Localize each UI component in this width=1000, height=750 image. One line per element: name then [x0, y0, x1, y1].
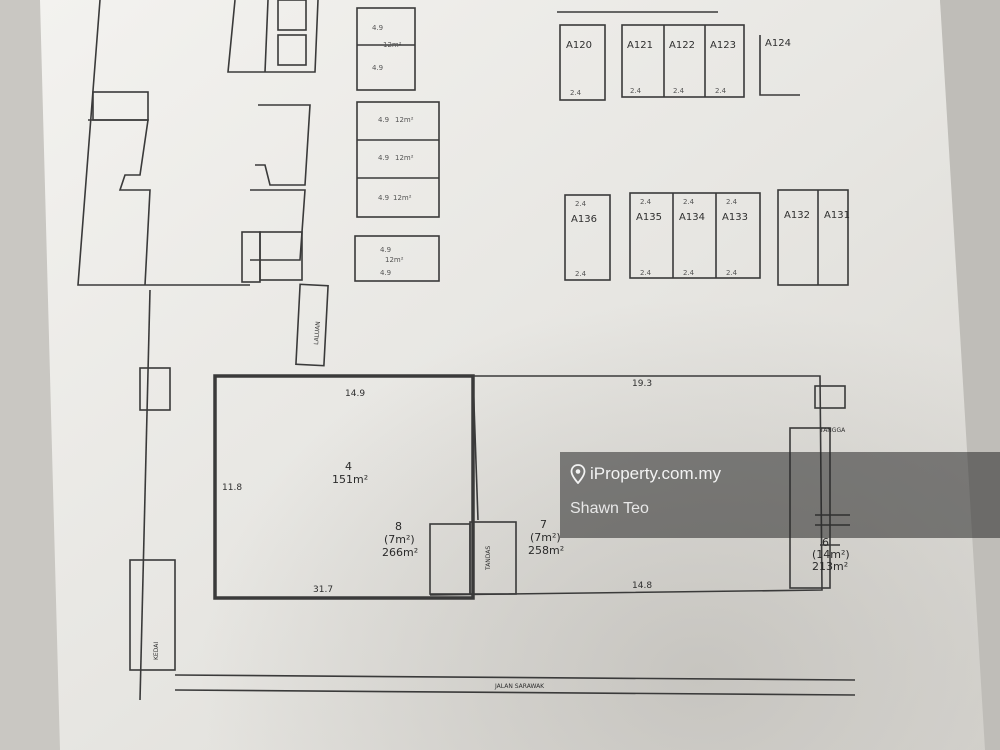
svg-text:12m²: 12m² — [393, 194, 412, 202]
svg-text:4.9: 4.9 — [380, 269, 391, 277]
svg-text:2.4: 2.4 — [640, 269, 652, 277]
dim-bottom-left: 31.7 — [313, 585, 333, 595]
svg-text:2.4: 2.4 — [570, 89, 582, 97]
lot-a120: A120 — [566, 40, 592, 51]
svg-text:2.4: 2.4 — [575, 270, 587, 278]
svg-text:2.4: 2.4 — [726, 269, 738, 277]
unit-4-number: 4 — [345, 460, 352, 473]
unit-8-sub: (7m²) — [384, 533, 415, 546]
watermark-agent: Shawn Teo — [570, 500, 649, 517]
label-kedai: KEDAI — [153, 642, 160, 660]
dim-top-left: 14.9 — [345, 389, 365, 399]
label-tandas: TANDAS — [485, 546, 492, 571]
lot-a121: A121 — [627, 40, 653, 51]
lot-a134: A134 — [679, 212, 705, 223]
lot-a123: A123 — [710, 40, 736, 51]
unit-7-area: 258m² — [528, 544, 564, 557]
svg-text:2.4: 2.4 — [673, 87, 685, 95]
svg-text:12m²: 12m² — [395, 154, 414, 162]
label-jalan: JALAN SARAWAK — [494, 683, 545, 690]
watermark-brand: iProperty.com.my — [570, 464, 721, 484]
lot-a124: A124 — [765, 38, 791, 49]
svg-text:4.9: 4.9 — [378, 154, 389, 162]
svg-text:12m²: 12m² — [395, 116, 414, 124]
unit-6-sub: (14m²) — [812, 548, 850, 561]
svg-text:2.4: 2.4 — [575, 200, 587, 208]
label-tangga: TANGGA — [819, 427, 846, 434]
dim-bottom-right: 14.8 — [632, 581, 652, 591]
unit-8-number: 8 — [395, 520, 402, 533]
dim-top-right: 19.3 — [632, 379, 652, 389]
svg-text:2.4: 2.4 — [683, 198, 695, 206]
unit-6-area: 213m² — [812, 560, 848, 573]
unit-8-area: 266m² — [382, 546, 418, 559]
svg-text:2.4: 2.4 — [726, 198, 738, 206]
lot-a135: A135 — [636, 212, 662, 223]
lot-a132: A132 — [784, 210, 810, 221]
svg-text:4.9: 4.9 — [372, 64, 383, 72]
svg-text:2.4: 2.4 — [630, 87, 642, 95]
svg-text:12m²: 12m² — [383, 41, 402, 49]
watermark-banner: iProperty.com.my Shawn Teo — [560, 452, 1000, 538]
svg-text:2.4: 2.4 — [683, 269, 695, 277]
svg-text:2.4: 2.4 — [640, 198, 652, 206]
svg-text:4.9: 4.9 — [378, 116, 389, 124]
svg-text:4.9: 4.9 — [372, 24, 383, 32]
svg-text:2.4: 2.4 — [715, 87, 727, 95]
svg-text:4.9: 4.9 — [378, 194, 389, 202]
unit-7-number: 7 — [540, 518, 547, 531]
label-laluan: LALUAN — [313, 321, 322, 345]
lot-a131: A131 — [824, 210, 850, 221]
dim-left: 11.8 — [222, 483, 242, 493]
unit-7-sub: (7m²) — [530, 531, 561, 544]
unit-6-number: 6 — [822, 536, 829, 549]
lot-a122: A122 — [669, 40, 695, 51]
watermark-brand-text: iProperty.com.my — [590, 464, 721, 483]
lot-a136: A136 — [571, 214, 597, 225]
svg-text:12m²: 12m² — [385, 256, 404, 264]
unit-4-area: 151m² — [332, 473, 368, 486]
svg-text:4.9: 4.9 — [380, 246, 391, 254]
lot-a133: A133 — [722, 212, 748, 223]
location-pin-icon — [570, 464, 586, 484]
